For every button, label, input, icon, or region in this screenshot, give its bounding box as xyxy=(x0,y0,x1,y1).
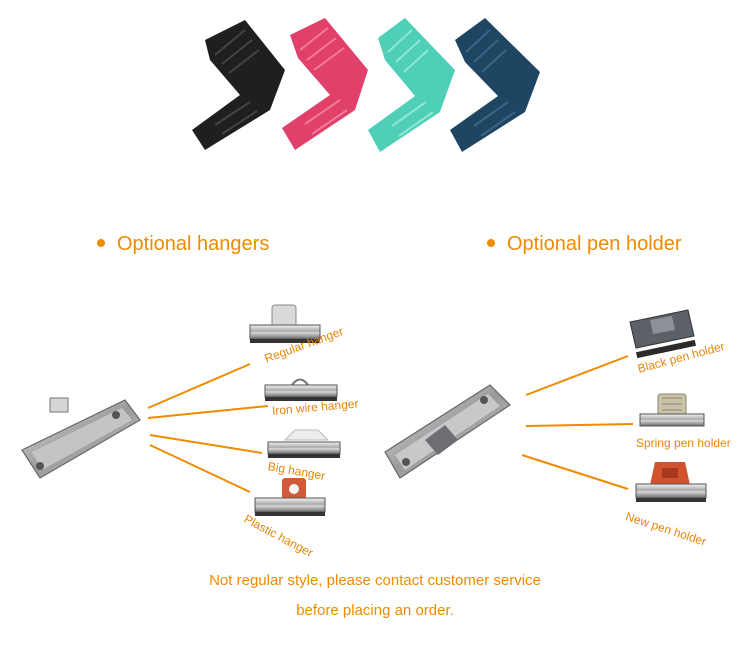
pen-holder-title-text: Optional pen holder xyxy=(507,233,682,255)
navy-corner-protector xyxy=(450,18,540,152)
spring-pen-holder-image xyxy=(639,393,705,427)
black-corner-protector xyxy=(192,20,285,150)
pen-holder-clip-main xyxy=(384,384,511,479)
mint-corner-protector xyxy=(368,18,455,152)
black-pen-holder-image xyxy=(629,309,696,359)
plastic-hanger-image xyxy=(254,478,326,516)
pink-corner-protector xyxy=(282,18,368,150)
notice-line-2: before placing an order. xyxy=(296,602,454,619)
hanger-leader-lines xyxy=(147,363,269,493)
new-pen-holder-image xyxy=(635,462,707,502)
big-hanger-image xyxy=(267,429,341,458)
hangers-section-title: Optional hangers xyxy=(97,233,269,256)
hanger-clip-main xyxy=(21,397,141,479)
pen-holder-leader-lines xyxy=(521,355,634,490)
hangers-title-text: Optional hangers xyxy=(117,233,270,255)
pen-holder-section-title: Optional pen holder xyxy=(487,233,682,256)
bullet-icon xyxy=(487,238,495,247)
regular-hanger-image xyxy=(249,304,321,343)
iron-wire-hanger-image xyxy=(264,378,338,401)
notice-line-1: Not regular style, please contact custom… xyxy=(209,572,541,589)
spring-pen-holder-label: Spring pen holder xyxy=(636,436,731,450)
bullet-icon xyxy=(97,238,105,247)
